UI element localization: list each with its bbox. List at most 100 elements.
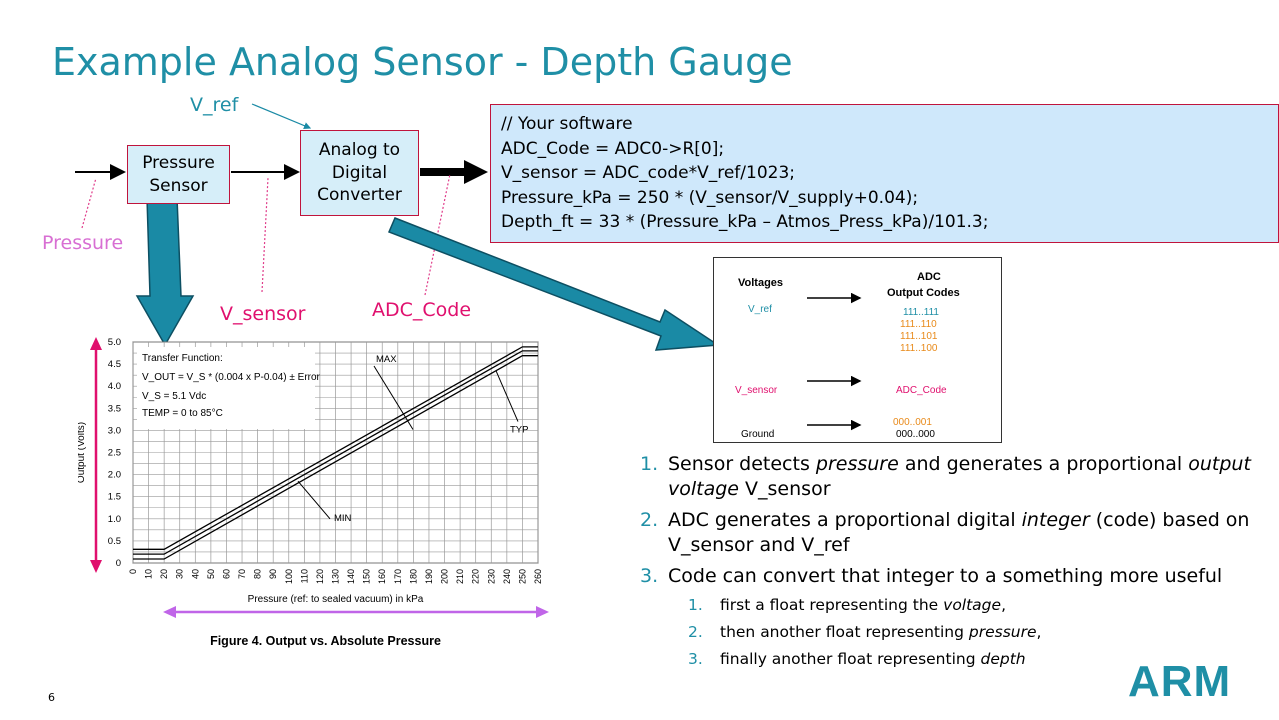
y-tick-label: 3.0 — [108, 425, 121, 436]
step-text: V_sensor — [739, 478, 831, 500]
adc-code-label: ADC_Code — [372, 299, 472, 321]
adc-box: Analog to Digital Converter — [300, 130, 419, 216]
x-tick-label: 60 — [221, 569, 231, 579]
x-tick-label: 250 — [517, 569, 527, 584]
step-number: 3. — [640, 565, 659, 587]
x-tick-label: 20 — [159, 569, 169, 579]
ground-voltage: Ground — [741, 429, 775, 440]
step-emphasis: pressure — [815, 453, 899, 475]
y-tick-label: 0.5 — [108, 536, 121, 547]
pressure-label: Pressure — [42, 232, 124, 254]
substep-text: then another float representing — [720, 623, 969, 641]
list-item: 3. finally another float representing de… — [640, 649, 1260, 670]
slide-title: Example Analog Sensor - Depth Gauge — [52, 40, 793, 84]
code-line: ADC_Code = ADC0->R[0]; — [501, 138, 725, 159]
step-text: (code) based on V_sensor and V_ref — [668, 509, 1250, 556]
legend-text: TEMP = 0 to 85°C — [142, 408, 223, 419]
x-tick-label: 10 — [144, 569, 154, 579]
software-code-box: // Your software ADC_Code = ADC0->R[0]; … — [490, 104, 1279, 243]
y-tick-label: 2.5 — [108, 448, 121, 459]
y-tick-label: 1.0 — [108, 514, 121, 525]
list-item: 1. Sensor detects pressure and generates… — [640, 452, 1260, 502]
vref-voltage: V_ref — [748, 304, 772, 315]
x-tick-label: 70 — [237, 569, 247, 579]
substep-emphasis: depth — [980, 650, 1026, 668]
list-item: 2. ADC generates a proportional digital … — [640, 508, 1260, 558]
code-min: 000..000 — [896, 429, 935, 440]
code-max: 111..111 — [903, 307, 939, 318]
annotation-leader — [297, 480, 331, 520]
substep-text: , — [1001, 596, 1006, 614]
x-tick-label: 100 — [284, 569, 294, 584]
code-line: Pressure_kPa = 250 * (V_sensor/V_supply+… — [501, 187, 919, 208]
steps-list: 1. Sensor detects pressure and generates… — [640, 452, 1260, 675]
step-emphasis: output voltage — [668, 453, 1251, 500]
substep-text: , — [1036, 623, 1042, 641]
list-item: 1. first a float representing the voltag… — [640, 595, 1260, 616]
y-tick-label: 4.5 — [108, 359, 121, 370]
y-tick-label: 2.0 — [108, 470, 121, 481]
x-axis-title: Pressure (ref: to sealed vacuum) in kPa — [248, 594, 424, 605]
x-tick-label: 110 — [299, 569, 309, 583]
code-item: 111..100 — [900, 343, 938, 354]
legend-box — [137, 347, 315, 429]
x-tick-label: 50 — [206, 569, 216, 579]
vsensor-label: V_sensor — [220, 303, 306, 325]
code-item: 000..001 — [893, 417, 932, 428]
x-tick-label: 200 — [440, 569, 450, 584]
list-item: 2. then another float representing press… — [640, 622, 1260, 643]
x-tick-label: 140 — [346, 569, 356, 584]
step-text: Sensor detects — [668, 453, 816, 475]
code-line: V_sensor = ADC_code*V_ref/1023; — [501, 163, 796, 183]
voltages-header: Voltages — [738, 277, 784, 289]
annotation-leader — [495, 370, 519, 422]
x-tick-label: 190 — [424, 569, 434, 584]
x-tick-label: 230 — [486, 569, 496, 584]
x-tick-label: 220 — [471, 569, 481, 584]
x-tick-label: 130 — [331, 569, 341, 584]
chart-title: Figure 4. Output vs. Absolute Pressure — [210, 634, 441, 648]
substep-emphasis: voltage — [943, 596, 1002, 614]
substep-number: 3. — [688, 650, 703, 668]
codes-header-1: ADC — [917, 271, 941, 283]
y-tick-label: 5.0 — [108, 337, 121, 348]
vref-label: V_ref — [190, 94, 239, 116]
x-tick-label: 0 — [128, 569, 138, 574]
substep-text: first a float representing the — [720, 596, 944, 614]
y-tick-label: 0 — [116, 558, 121, 569]
series-line-min — [133, 355, 538, 560]
y-tick-label: 4.0 — [108, 381, 121, 392]
arm-logo: ARM — [1128, 657, 1232, 706]
step-emphasis: integer — [1021, 509, 1090, 531]
series-line-typ — [133, 350, 538, 555]
x-tick-label: 90 — [268, 569, 278, 579]
x-tick-label: 160 — [377, 569, 387, 584]
x-tick-label: 180 — [408, 569, 418, 584]
step-text: Code can convert that integer to a somet… — [668, 565, 1223, 587]
step-text: ADC generates a proportional digital — [668, 509, 1022, 531]
x-tick-label: 150 — [362, 569, 372, 584]
y-tick-label: 1.5 — [108, 492, 121, 503]
adc-code-output: ADC_Code — [896, 385, 947, 396]
adc-mapping-arrows — [807, 292, 862, 431]
substep-text: finally another float representing — [720, 650, 981, 668]
adc-codes-diagram: Voltages ADC Output Codes V_ref 111..111… — [713, 257, 1002, 443]
code-line: Depth_ft = 33 * (Pressure_kPa – Atmos_Pr… — [501, 212, 989, 232]
annotation-typ: TYP — [510, 425, 528, 436]
substep-number: 2. — [688, 623, 703, 641]
annotation-min: MIN — [334, 513, 352, 524]
substep-number: 1. — [688, 596, 703, 614]
series-line-max — [133, 346, 538, 550]
y-axis-title: Output (Volts) — [78, 422, 87, 483]
x-tick-label: 40 — [190, 569, 200, 579]
legend-text: V_S = 5.1 Vdc — [142, 391, 206, 402]
pressure-sensor-box: Pressure Sensor — [127, 145, 230, 204]
code-line: // Your software — [501, 114, 633, 134]
codes-header-2: Output Codes — [887, 287, 960, 299]
vsensor-voltage: V_sensor — [735, 385, 778, 396]
x-tick-label: 260 — [533, 569, 543, 584]
y-tick-label: 3.5 — [108, 403, 121, 414]
x-tick-label: 240 — [502, 569, 512, 584]
step-text: and generates a proportional — [898, 453, 1189, 475]
